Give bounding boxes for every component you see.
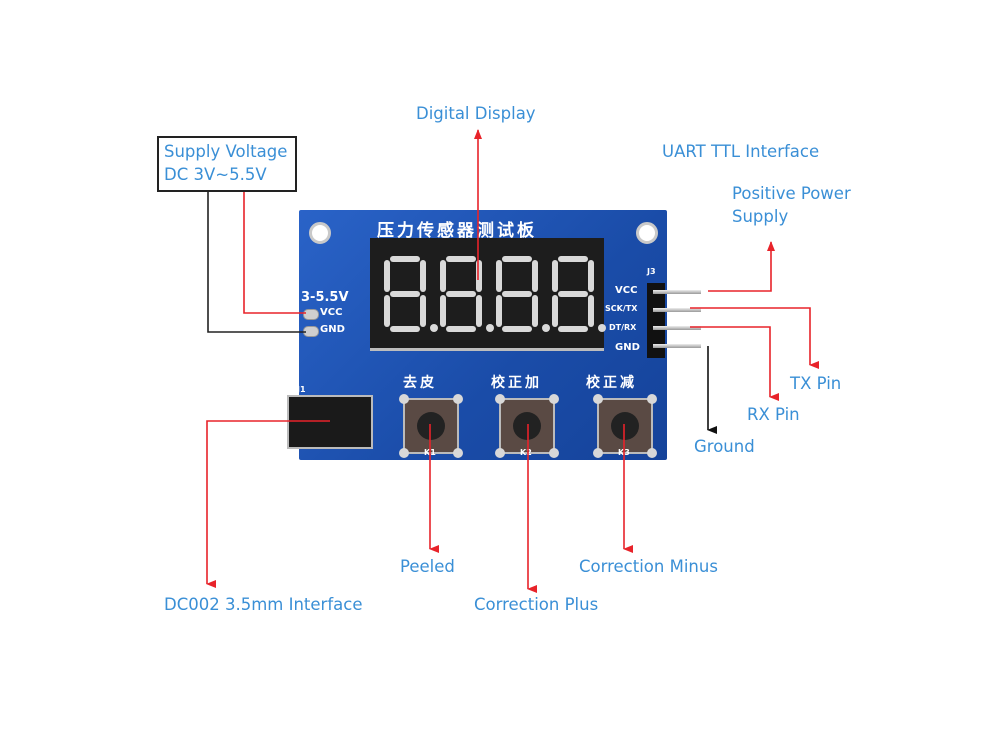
power-range-silkscreen: 3-5.5V <box>301 290 349 305</box>
display-digit <box>494 256 550 332</box>
correction-plus-button[interactable] <box>495 394 559 458</box>
header-pin <box>653 344 701 348</box>
dc-interface-label: DC002 3.5mm Interface <box>164 595 363 614</box>
header-pin-label-rx: DT/RX <box>609 323 637 332</box>
gnd-pad-label: GND <box>320 324 345 335</box>
display-digit <box>438 256 494 332</box>
line-supply-vcc <box>243 192 306 314</box>
button-cap <box>513 412 541 440</box>
button-ref-k2: K2 <box>520 448 532 457</box>
header-pin <box>653 326 701 330</box>
peeled-label: Peeled <box>400 557 455 576</box>
supply-voltage-range-label: DC 3V~5.5V <box>164 165 267 184</box>
header-pin-label-gnd: GND <box>615 342 640 353</box>
tx-pin-label: TX Pin <box>790 374 842 393</box>
vcc-pad-label: VCC <box>320 307 343 318</box>
header-pin-label-tx: SCK/TX <box>605 304 638 313</box>
header-pin <box>653 308 701 312</box>
header-ref: J3 <box>647 267 656 276</box>
uart-interface-label: UART TTL Interface <box>662 142 820 161</box>
header-pin <box>653 290 701 294</box>
button-label-k1: 去皮 <box>403 375 437 391</box>
arrow-tx-pin <box>690 307 819 369</box>
positive-power-supply-label: Supply <box>732 207 789 226</box>
pcb-board: 压力传感器测试板 3-5.5V VCC GND <box>287 210 701 460</box>
arrow-dc-interface <box>206 420 330 588</box>
supply-voltage-label: Supply Voltage <box>164 142 288 161</box>
mount-hole <box>636 222 658 244</box>
rx-pin-label: RX Pin <box>747 405 800 424</box>
digital-display-label: Digital Display <box>416 104 536 123</box>
tare-button[interactable] <box>399 394 463 458</box>
vcc-pad <box>303 309 319 320</box>
display-digit <box>550 256 606 332</box>
pin-header <box>647 283 665 358</box>
button-cap <box>611 412 639 440</box>
button-label-k3: 校正减 <box>586 375 637 391</box>
board-title: 压力传感器测试板 <box>377 221 537 241</box>
dc-power-jack <box>287 395 373 449</box>
seven-segment-display <box>370 238 606 351</box>
ground-label: Ground <box>694 437 755 456</box>
button-label-k2: 校正加 <box>491 375 542 391</box>
arrow-positive-power <box>708 241 775 292</box>
jack-ref: J1 <box>297 385 306 394</box>
correction-minus-label: Correction Minus <box>579 557 718 576</box>
display-digit <box>382 256 438 332</box>
line-supply-gnd <box>207 192 306 333</box>
arrow-rx-pin <box>690 326 779 401</box>
positive-power-label: Positive Power <box>732 184 851 203</box>
mount-hole <box>309 222 331 244</box>
header-pin-label-vcc: VCC <box>615 285 638 296</box>
button-cap <box>417 412 445 440</box>
supply-voltage-box <box>157 136 297 192</box>
correction-plus-label: Correction Plus <box>474 595 599 614</box>
correction-minus-button[interactable] <box>593 394 657 458</box>
